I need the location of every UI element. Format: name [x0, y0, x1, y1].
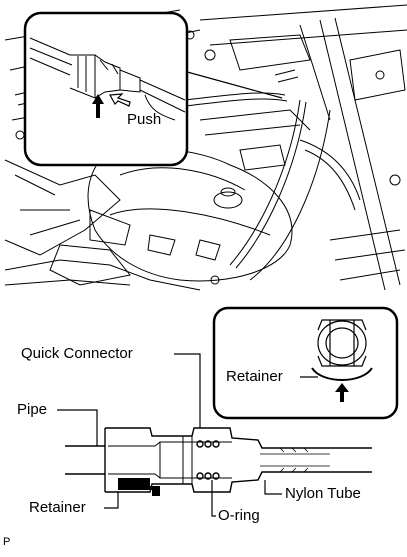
figure-code: P	[3, 536, 11, 548]
push-label: Push	[127, 111, 162, 128]
retainer-section	[118, 478, 160, 496]
retainer-inset	[212, 306, 399, 420]
up-arrow-icon	[335, 383, 349, 402]
connector-cross-section	[65, 427, 372, 493]
nylon-tube-label: Nylon Tube	[285, 485, 361, 502]
up-arrow-icon	[92, 94, 104, 118]
leader-lines	[57, 353, 282, 517]
quick-connector-label: Quick Connector	[21, 345, 133, 362]
pipe-label: Pipe	[17, 401, 48, 418]
push-arrow-icon	[109, 93, 131, 107]
retainer-inset-label: Retainer	[226, 368, 283, 385]
underbody-illustration	[4, 4, 407, 291]
retainer-label: Retainer	[29, 499, 86, 516]
push-inset	[23, 11, 189, 167]
o-ring-label: O-ring	[218, 507, 260, 524]
